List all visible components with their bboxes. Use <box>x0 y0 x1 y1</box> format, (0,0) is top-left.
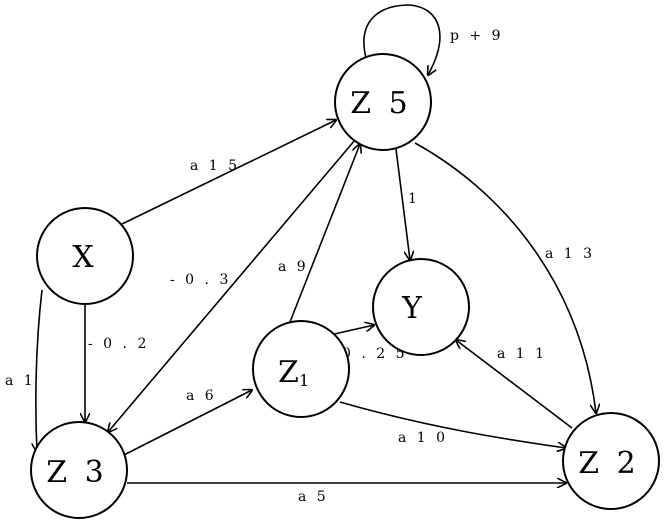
edge-z5-y <box>395 148 410 260</box>
label-z1-z2: a 1 0 <box>398 430 448 446</box>
node-z5: Z 5 <box>334 53 432 151</box>
label-z2-y: a 1 1 <box>497 346 547 362</box>
edge-z5-z3 <box>108 139 356 432</box>
label-z1-y: 0 . 2 5 <box>342 346 408 362</box>
label-x-z3-curved: a 1 <box>5 373 36 389</box>
label-z3-z2: a 5 <box>298 489 329 505</box>
node-y-label: Y <box>401 291 426 326</box>
node-y: Y <box>372 258 470 356</box>
edge-z1-y <box>329 325 374 336</box>
edge-x-z5 <box>121 120 336 225</box>
node-z2-label: Z 2 <box>578 446 639 481</box>
label-x-z3-straight: - 0 . 2 <box>88 336 149 352</box>
node-z3-label: Z 3 <box>46 455 107 490</box>
node-x: X <box>36 207 134 305</box>
node-z1: Z 1 <box>252 320 350 418</box>
node-z5-label: Z 5 <box>350 86 411 121</box>
label-z1-z5: a 9 <box>278 259 309 275</box>
node-z2: Z 2 <box>562 412 660 510</box>
edge-x-z3-curved <box>36 289 43 452</box>
edge-z2-y <box>456 340 573 429</box>
node-x-label: X <box>72 240 97 275</box>
edge-z1-z5 <box>289 144 360 323</box>
edges <box>36 4 596 483</box>
edge-z3-z1 <box>119 390 252 458</box>
label-z5-self: p + 9 <box>450 28 504 44</box>
label-z5-y: 1 <box>408 191 420 207</box>
label-x-z5: a 1 5 <box>190 158 240 174</box>
label-z5-z2: a 1 3 <box>545 246 595 262</box>
label-z5-z3: - 0 . 3 <box>170 272 231 288</box>
label-z3-z1: a 6 <box>186 388 217 404</box>
edge-labels: p + 9 a 1 5 1 a 1 3 - 0 . 3 - 0 . 2 a 1 … <box>5 28 595 505</box>
node-z1-subscript: 1 <box>299 371 309 390</box>
node-z3: Z 3 <box>30 421 128 519</box>
node-z1-label: Z <box>278 355 303 390</box>
nodes: X Z 5 Y Z 1 Z 3 Z 2 <box>30 53 660 519</box>
edge-z5-z2 <box>414 142 596 413</box>
edge-z1-z2 <box>339 401 566 448</box>
edge-z5-self-loop <box>363 4 441 75</box>
